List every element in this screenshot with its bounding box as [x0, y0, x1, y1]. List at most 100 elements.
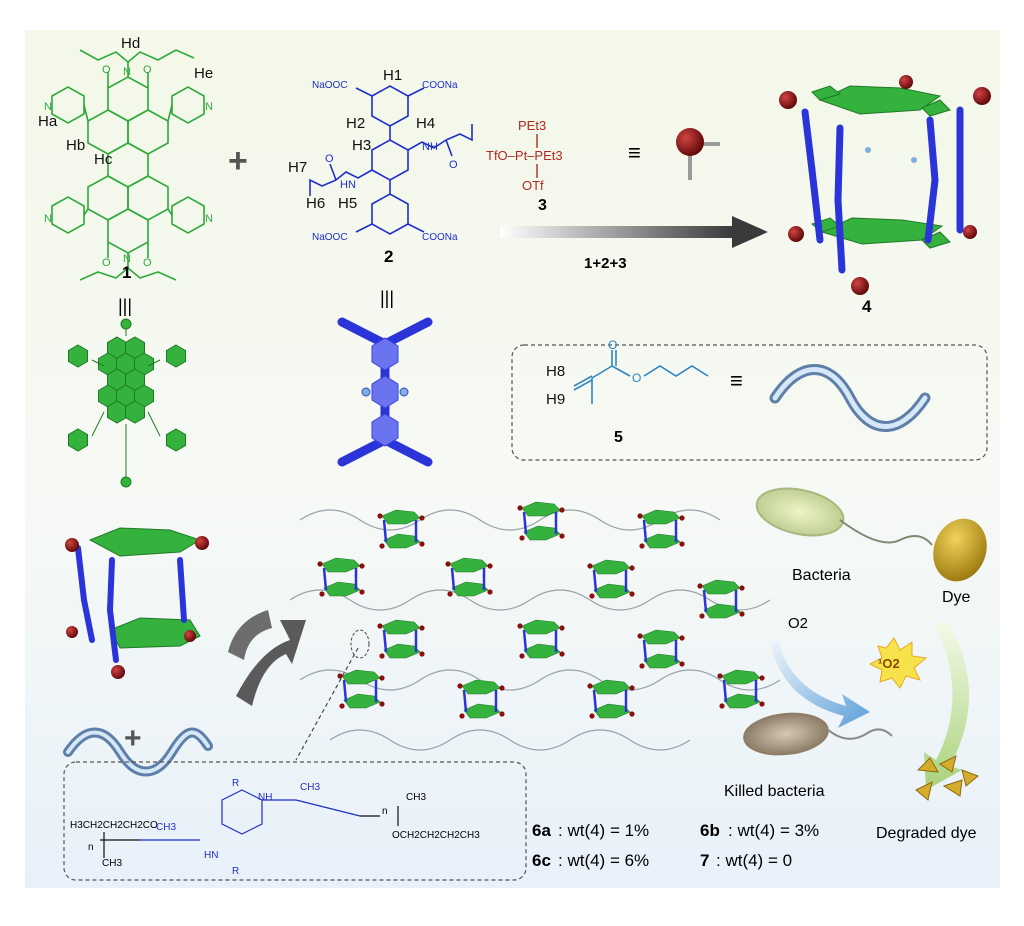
- plus-sign: +: [228, 142, 248, 180]
- atom-n: N: [123, 66, 131, 78]
- compound-3-structure: PEt3 TfO–Pt–PEt3 OTf: [486, 118, 563, 193]
- atom-o: O: [632, 371, 641, 385]
- polymer-ch3: CH3: [102, 858, 122, 869]
- atom-o: O: [102, 257, 111, 269]
- oxygen-conversion-arrow: [770, 640, 870, 728]
- compound-3-equiv: ≡: [628, 140, 641, 165]
- compound-5-atoms: O O: [608, 338, 641, 385]
- plus-sign: +: [124, 722, 142, 755]
- network-cage: [587, 559, 635, 599]
- cage-small: [65, 527, 209, 679]
- atom-o: O: [449, 159, 458, 171]
- network-cage: [697, 579, 745, 619]
- polymer-hn: HN: [204, 850, 218, 861]
- degraded-dye-label: Degraded dye: [876, 825, 977, 842]
- compound-4-cage: [779, 75, 991, 295]
- compound-2-structure: [309, 85, 473, 235]
- pt-node-icon: [676, 128, 720, 180]
- polymer-structure-text: H3CH2CH2CH2CO OCH2CH2CH2CH3 n n CH3 CH3 …: [70, 778, 480, 877]
- polymer-network: [289, 501, 781, 751]
- compound-3-line-mid: TfO–Pt–PEt3: [486, 148, 563, 163]
- atom-o: O: [325, 153, 334, 165]
- network-chain: [299, 669, 781, 691]
- network-cage: [587, 679, 635, 719]
- dye-degradation-arrow: [924, 620, 970, 790]
- network-formation-arrow: [228, 610, 306, 706]
- group-coona: COONa: [422, 232, 458, 243]
- network-cage: [717, 669, 765, 709]
- polymer-left-group: H3CH2CH2CH2CO: [70, 820, 158, 831]
- proton-h7: H7: [288, 159, 307, 176]
- polymer-chain-highlight: [66, 730, 210, 774]
- proton-h3: H3: [352, 137, 371, 154]
- o2-label: O2: [788, 615, 808, 632]
- atom-o: O: [102, 64, 111, 76]
- polymer-r-label: R: [232, 866, 239, 877]
- group-hn: HN: [340, 179, 356, 191]
- atom-n: N: [205, 101, 213, 113]
- network-cage: [637, 509, 685, 549]
- atom-n: N: [44, 213, 52, 225]
- network-cage: [517, 619, 565, 659]
- compound-2-equiv: |||: [380, 288, 394, 308]
- bacteria-icon: [755, 487, 933, 546]
- compound-3-number: 3: [538, 197, 547, 214]
- formulation-id: 6b: [700, 821, 720, 840]
- network-cage: [457, 679, 505, 719]
- polymer-ch3: CH3: [156, 822, 176, 833]
- compound-2-proton-labels: H1 H2 H3 H4 H5 H6 H7: [288, 67, 435, 212]
- compound-5-structure: [573, 350, 709, 404]
- zoom-marker: [350, 629, 370, 659]
- group-naooc: NaOOC: [312, 232, 348, 243]
- network-cage: [637, 629, 685, 669]
- compound-5-number: 5: [614, 429, 623, 446]
- atom-o: O: [143, 257, 152, 269]
- atom-n: N: [205, 213, 213, 225]
- atom-n: N: [44, 101, 52, 113]
- compound-3-line-bot: OTf: [522, 178, 544, 193]
- proton-h4: H4: [416, 115, 435, 132]
- compound-1-equiv: |||: [118, 296, 132, 316]
- network-chain: [289, 589, 771, 611]
- killed-bacteria-label: Killed bacteria: [724, 783, 825, 800]
- formulation-id: 6c: [532, 851, 551, 870]
- reaction-arrow: [500, 216, 768, 248]
- polymer-ch3: CH3: [300, 782, 320, 793]
- compound-5-equiv: ≡: [730, 368, 743, 393]
- polymer-n-label: n: [382, 806, 388, 817]
- formulation-id: 6a: [532, 821, 551, 840]
- polymer-right-group: OCH2CH2CH2CH3: [392, 830, 480, 841]
- network-cage: [445, 557, 493, 597]
- polymer-n-label: n: [88, 842, 94, 853]
- formulation-text: : wt(4) = 3%: [728, 821, 819, 840]
- formulation-text: : wt(4) = 0: [716, 851, 792, 870]
- compound-1-structure: [51, 49, 205, 281]
- formulation-legend: 6a : wt(4) = 1% 6b : wt(4) = 3% 6c : wt(…: [532, 821, 819, 870]
- network-chain: [329, 729, 691, 751]
- dye-label: Dye: [942, 589, 971, 606]
- degraded-dye-icon: [915, 755, 979, 801]
- compound-1-proton-labels: Ha Hb Hc Hd He: [38, 35, 213, 168]
- compound-1-atom-labels: O O N O O N N N N N: [44, 64, 213, 269]
- atom-o: O: [143, 64, 152, 76]
- proton-hb: Hb: [66, 137, 85, 154]
- compound-3-line-top: PEt3: [518, 118, 546, 133]
- proton-hc: Hc: [94, 151, 113, 168]
- network-cage: [517, 501, 565, 541]
- compound-5-box: [511, 344, 988, 461]
- polymer-ch3: CH3: [406, 792, 426, 803]
- compound-2-number: 2: [384, 247, 393, 266]
- polymer-nh: NH: [258, 792, 272, 803]
- compound-2-group-labels: NaOOC COONa NaOOC COONa HN NH O O: [312, 80, 458, 243]
- proton-hd: Hd: [121, 35, 140, 52]
- network-cage: [377, 619, 425, 659]
- singlet-oxygen-label: ¹O2: [878, 656, 900, 671]
- compound-5-proton-labels: H8 H9: [546, 363, 565, 408]
- compound-4-number: 4: [862, 297, 872, 316]
- group-nh: NH: [422, 141, 438, 153]
- formulation-text: : wt(4) = 6%: [558, 851, 649, 870]
- polymer-structure-core: [140, 789, 361, 841]
- proton-he: He: [194, 65, 213, 82]
